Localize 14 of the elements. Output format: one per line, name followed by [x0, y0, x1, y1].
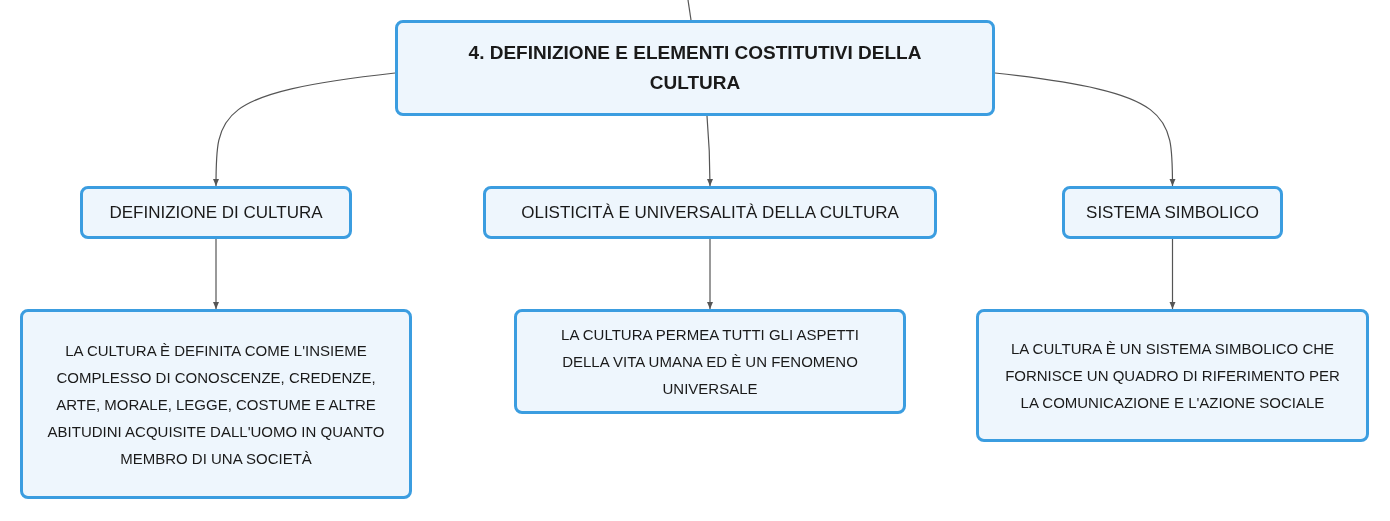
- central-topic-box: 4. DEFINIZIONE E ELEMENTI COSTITUTIVI DELLA CULTURA: [395, 20, 995, 116]
- connector: [687, 0, 692, 21]
- connector: [1169, 238, 1176, 310]
- connector: [213, 72, 396, 187]
- connector: [707, 238, 713, 310]
- description-box: LA CULTURA È DEFINITA COME L'INSIEME COMPLESSO DI CONOSCENZE, CREDENZE, ARTE, MORALE, LEGGE, COSTUME E ALTRE ABITUDINI ACQUISITE DALL'UOMO IN QUANTO MEMBRO DI UNA SOCIETÀ: [20, 309, 412, 499]
- topic-box: DEFINIZIONE DI CULTURA: [80, 186, 352, 239]
- description-box: LA CULTURA È UN SISTEMA SIMBOLICO CHE FORNISCE UN QUADRO DI RIFERIMENTO PER LA COMUNICAZIONE E L'AZIONE SOCIALE: [976, 309, 1369, 442]
- connector: [706, 115, 713, 187]
- topic-box: SISTEMA SIMBOLICO: [1062, 186, 1283, 239]
- description-box: LA CULTURA PERMEA TUTTI GLI ASPETTI DELLA VITA UMANA ED È UN FENOMENO UNIVERSALE: [514, 309, 906, 414]
- connector: [213, 238, 219, 310]
- topic-box: OLISTICITÀ E UNIVERSALITÀ DELLA CULTURA: [483, 186, 937, 239]
- connector: [994, 72, 1176, 187]
